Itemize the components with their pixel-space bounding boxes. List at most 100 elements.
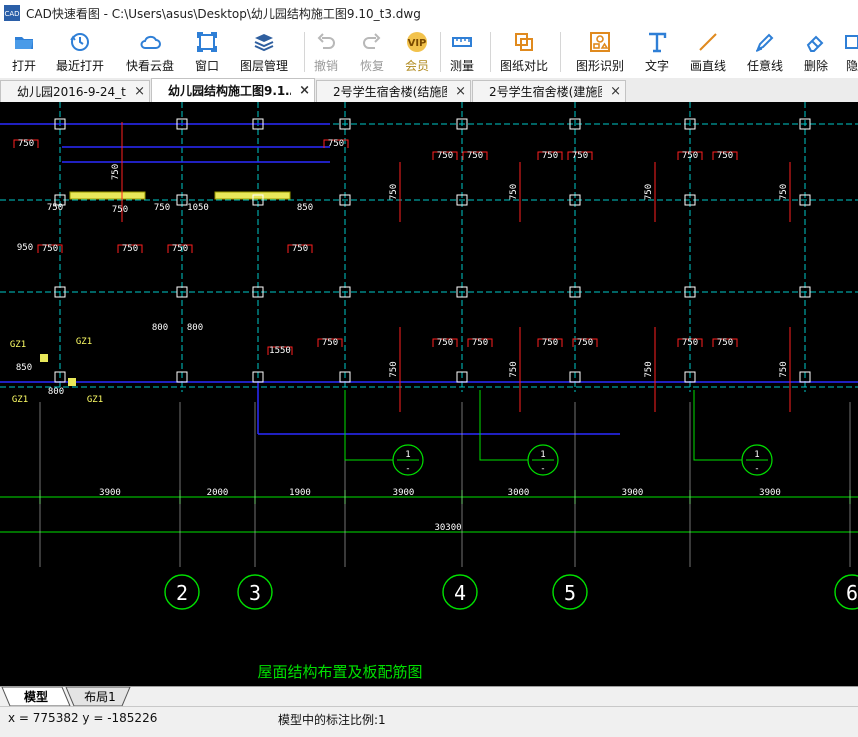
column-node: [176, 118, 188, 130]
open-button[interactable]: 打开: [0, 26, 52, 78]
rebar-value: 750: [122, 244, 138, 254]
column-label-gz1: GZ1: [12, 395, 28, 405]
column-node: [569, 118, 581, 130]
tab-close-icon[interactable]: ×: [134, 84, 145, 99]
window-label: 窗口: [194, 59, 219, 73]
cursor-coordinates: x = 775382 y = -185226: [8, 711, 158, 725]
tab-document[interactable]: 幼儿园2016-9-24_t3×: [0, 80, 150, 102]
app-logo-icon: CAD: [4, 5, 20, 21]
rebar-mark: [117, 244, 143, 253]
shape-recognize-icon: [590, 32, 610, 52]
column-node: [684, 118, 696, 130]
axis-bubble: [552, 574, 588, 610]
text-button[interactable]: 文字: [629, 26, 685, 78]
span-dimension: 2000: [207, 488, 229, 498]
rebar-mark: [432, 151, 458, 160]
redo-icon: [363, 33, 381, 49]
axis-bubble: [442, 574, 478, 610]
tab-model[interactable]: 模型: [23, 690, 48, 704]
layers-icon: [254, 34, 274, 52]
rebar-value: 750: [779, 361, 789, 377]
rebar-mark: [323, 139, 349, 148]
tab-document[interactable]: 2号学生宿舍楼(结施图) ×: [316, 80, 471, 102]
rebar-mark: [567, 151, 593, 160]
rebar-value: 750: [472, 338, 488, 348]
column-node: [456, 371, 468, 383]
tab-label: 2号学生宿舍楼(结施图): [333, 85, 448, 99]
drawing-caption: 屋面结构布置及板配筋图: [257, 663, 422, 681]
rebar-mark: [37, 244, 63, 253]
span-dimension: 1900: [289, 488, 311, 498]
rebar-mark: [317, 338, 343, 347]
dimension-text: 950: [17, 243, 33, 253]
axis-bubble: [237, 574, 273, 610]
rebar-mark: [13, 139, 39, 148]
window-button[interactable]: 窗口: [179, 26, 235, 78]
tab-label: 2号学生宿舍楼(建施图): [489, 85, 603, 99]
line-icon: [699, 33, 717, 51]
measure-button[interactable]: 测量: [434, 26, 490, 78]
span-dimension: 3900: [759, 488, 781, 498]
axis-number: 3: [249, 581, 261, 605]
rebar-value: 750: [717, 151, 733, 161]
compare-icon: [515, 33, 533, 51]
rebar-mark: [267, 346, 293, 355]
section-leader: [693, 390, 742, 461]
tab-document[interactable]: 幼儿园结构施工图9.1…×: [151, 78, 315, 102]
text-label: 文字: [644, 59, 669, 73]
status-bar: x = 775382 y = -185226 模型中的标注比例:1: [0, 706, 858, 737]
column-hatch: [68, 378, 76, 386]
tab-close-icon[interactable]: ×: [610, 84, 621, 99]
erase-button[interactable]: 删除: [788, 26, 844, 78]
section-leader: [479, 390, 528, 461]
recent-button[interactable]: 最近打开: [52, 26, 108, 78]
eraser-icon: [806, 35, 824, 52]
column-node: [569, 286, 581, 298]
rebar-value: 750: [437, 338, 453, 348]
recognize-button[interactable]: 图形识别: [572, 26, 628, 78]
rebar-value: 750: [322, 338, 338, 348]
layers-button[interactable]: 图层管理: [236, 26, 292, 78]
tab-layout1[interactable]: 布局1: [84, 690, 116, 704]
column-node: [54, 371, 66, 383]
rebar-mark: [677, 338, 703, 347]
column-node: [339, 118, 351, 130]
tab-close-icon[interactable]: ×: [299, 83, 310, 98]
tab-close-icon[interactable]: ×: [455, 84, 466, 99]
column-node: [456, 118, 468, 130]
cloud-button[interactable]: 快看云盘: [122, 26, 178, 78]
recognize-label: 图形识别: [575, 59, 624, 73]
tab-document[interactable]: 2号学生宿舍楼(建施图) ×: [472, 80, 626, 102]
folder-icon: [15, 37, 33, 49]
column-node: [684, 194, 696, 206]
axis-number: 4: [454, 581, 466, 605]
vip-label: 会员: [404, 59, 429, 73]
column-node: [799, 194, 811, 206]
layers-label: 图层管理: [239, 59, 288, 73]
column-node: [252, 371, 264, 383]
compare-button[interactable]: 图纸对比: [496, 26, 552, 78]
hide-button[interactable]: 隐: [824, 26, 858, 78]
rebar-mark: [287, 244, 313, 253]
column-node: [176, 194, 188, 206]
hide-label: 隐: [845, 59, 858, 73]
rebar-mark: [432, 338, 458, 347]
undo-button: 撤销: [298, 26, 354, 78]
measure-label: 测量: [449, 59, 474, 73]
column-node: [799, 118, 811, 130]
column-node: [569, 371, 581, 383]
column-label-gz1: GZ1: [76, 337, 92, 347]
dimension-text: 850: [297, 203, 313, 213]
freeline-button[interactable]: 任意线: [737, 26, 793, 78]
lintel-hatch: [69, 191, 146, 200]
rebar-value: 750: [172, 244, 188, 254]
line-button[interactable]: 画直线: [680, 26, 736, 78]
svg-text:CAD: CAD: [4, 10, 19, 18]
clock-icon: [70, 33, 89, 51]
rebar-mark: [467, 338, 493, 347]
column-node: [54, 194, 66, 206]
